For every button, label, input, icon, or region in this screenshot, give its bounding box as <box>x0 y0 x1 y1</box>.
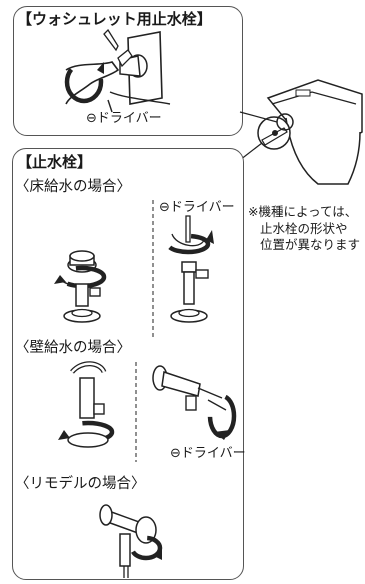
screwdriver-shaft <box>117 49 133 68</box>
wall-supply-title: 〈壁給水の場合〉 <box>15 340 131 356</box>
model-variation-note: ※機種によっては、 止水栓の形状や 位置が異なります <box>248 204 364 254</box>
remodel-title: 〈リモデルの場合〉 <box>15 476 146 492</box>
remodel-rotation-icon <box>129 535 163 561</box>
hand <box>65 61 120 105</box>
note-line-2: 止水栓の形状や <box>260 220 348 236</box>
valve-panel <box>12 148 244 580</box>
note-line-3: 位置が異なります <box>260 237 361 252</box>
floor-right-rotation-icon <box>165 233 211 255</box>
valve-panel-title: 【止水栓】 <box>17 153 93 171</box>
note-line-1: ※機種によっては、 <box>248 204 358 219</box>
floor-supply-title: 〈床給水の場合〉 <box>15 179 131 195</box>
wall-screwdriver-label: ⊖ドライバー <box>170 446 246 461</box>
rotation-arrow-icon <box>64 60 104 104</box>
washlet-screwdriver-label: ⊖ドライバー <box>86 111 162 126</box>
floor-screwdriver-label: ⊖ドライバー <box>159 200 235 215</box>
washlet-valve-title: 【ウォシュレット用止水栓】 <box>17 10 212 28</box>
